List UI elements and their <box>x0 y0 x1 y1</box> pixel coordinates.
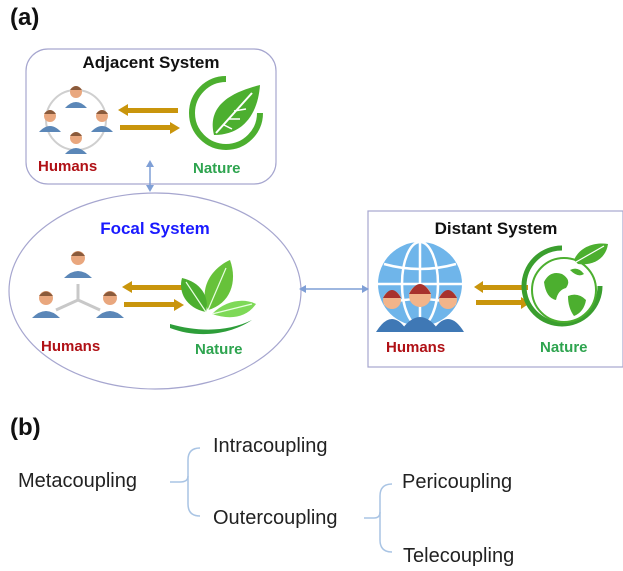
focal-distant-connector <box>299 285 369 293</box>
people-circle-icon <box>39 86 113 154</box>
tree-pericoupling: Pericoupling <box>402 471 513 493</box>
focal-system-title: Focal System <box>100 219 210 238</box>
globe-people-icon <box>376 240 464 332</box>
tree-telecoupling: Telecoupling <box>403 545 515 567</box>
focal-nature-label: Nature <box>195 341 243 358</box>
panel-label-a: (a) <box>10 4 40 31</box>
adjacent-humans-label: Humans <box>38 158 98 175</box>
tree-intracoupling: Intracoupling <box>213 435 328 457</box>
adjacent-nature-label: Nature <box>193 160 241 177</box>
people-network-icon <box>32 251 124 318</box>
distant-exchange-arrows <box>474 281 530 309</box>
adjacent-exchange-arrows <box>118 104 180 134</box>
focal-humans-label: Humans <box>41 338 101 355</box>
tree-root-metacoupling: Metacoupling <box>18 470 137 492</box>
earth-leaf-icon <box>521 243 608 327</box>
distant-system-title: Distant System <box>434 219 558 238</box>
panel-label-b: (b) <box>10 414 41 441</box>
distant-nature-label: Nature <box>540 339 588 356</box>
leaf-circle-icon <box>189 76 263 150</box>
adjacent-system-title: Adjacent System <box>82 53 220 72</box>
focal-exchange-arrows <box>122 281 184 311</box>
tree-outercoupling: Outercoupling <box>213 507 338 529</box>
distant-humans-label: Humans <box>386 339 446 356</box>
tree-brackets <box>170 447 393 553</box>
adjacent-focal-connector <box>146 160 154 192</box>
focal-system-frame <box>8 192 302 390</box>
leaves-icon <box>170 260 256 335</box>
